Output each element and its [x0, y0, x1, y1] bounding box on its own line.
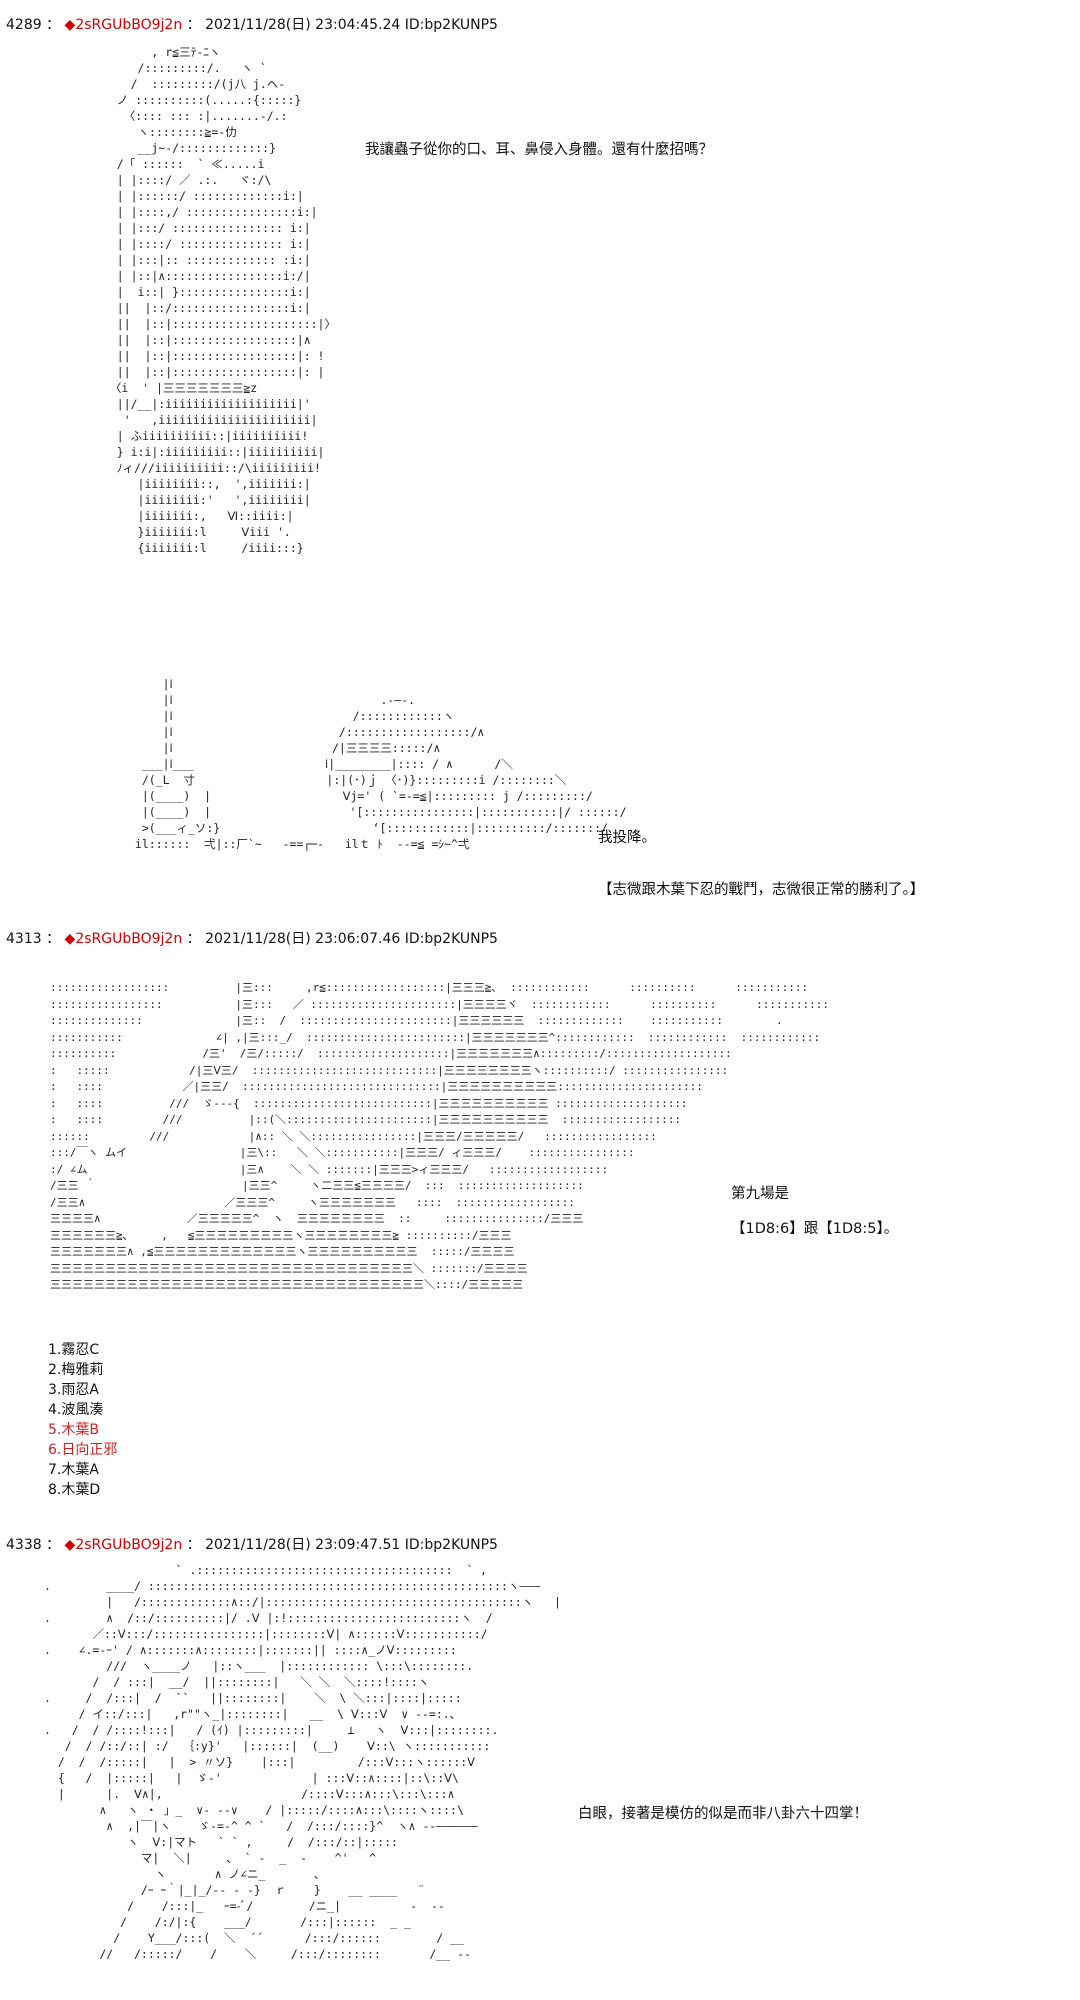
post-number: 4289: [6, 17, 42, 33]
poster-trip[interactable]: 2sRGUbBO9j2n: [75, 1537, 183, 1553]
list-item-selected: 5.木葉B: [48, 1422, 99, 1438]
poster-trip[interactable]: 2sRGUbBO9j2n: [75, 931, 183, 947]
post-separator: ：: [186, 931, 201, 947]
ascii-art-hyuga-byakugan: ` .:::::::::::::::::::::::::::::::::::::…: [44, 1563, 561, 1961]
list-item-selected: 6.日向正邪: [48, 1442, 118, 1458]
post-separator: ：: [46, 1537, 61, 1553]
ascii-art-shino-standing: , r≦三ﾃ-ﾆヽ /:::::::::/. ヽ ` / :::::::::/(…: [109, 45, 336, 555]
post-header: 4338 ： ◆2sRGUbBO9j2n ： 2021/11/28(日) 23:…: [6, 1534, 498, 1554]
post-separator: ：: [186, 17, 201, 33]
post-datetime: 2021/11/28(日) 23:09:47.51 ID:bp2KUNP5: [205, 1537, 498, 1553]
dialogue-line: 我讓蟲子從你的口、耳、鼻侵入身體。還有什麼招嗎？: [365, 142, 713, 158]
trip-diamond-icon: ◆: [64, 931, 76, 947]
post-separator: ：: [46, 17, 61, 33]
post-number: 4313: [6, 931, 42, 947]
list-item: 3.雨忍A: [48, 1382, 99, 1398]
trip-diamond-icon: ◆: [64, 1537, 76, 1553]
list-item: 1.霧忍C: [48, 1342, 100, 1358]
post-header: 4289 ： ◆2sRGUbBO9j2n ： 2021/11/28(日) 23:…: [6, 14, 498, 34]
narration-line: 【志微跟木葉下忍的戰鬥，志微很正常的勝利了。】: [598, 882, 925, 898]
post-number: 4338: [6, 1537, 42, 1553]
dice-result-line: 【1D8:6】跟【1D8:5】。: [731, 1221, 899, 1237]
post-header: 4313 ： ◆2sRGUbBO9j2n ： 2021/11/28(日) 23:…: [6, 928, 498, 948]
ascii-art-defeated-ninja: |ⅰ |ⅰ .-―-. |ⅰ /::::::::::::ヽ |ⅰ /::::::…: [134, 677, 627, 851]
dialogue-line: 白眼，接著是模仿的似是而非八卦六十四掌！: [578, 1806, 868, 1822]
list-item: 4.波風湊: [48, 1402, 104, 1418]
trip-diamond-icon: ◆: [64, 17, 76, 33]
list-item: 8.木葉D: [48, 1482, 101, 1498]
ascii-art-arena-banner: :::::::::::::::::: |三::: ,r≦::::::::::::…: [50, 981, 829, 1291]
post-separator: ：: [46, 931, 61, 947]
post-datetime: 2021/11/28(日) 23:04:45.24 ID:bp2KUNP5: [205, 17, 498, 33]
list-item: 7.木葉A: [48, 1462, 99, 1478]
dialogue-line: 我投降。: [598, 830, 656, 846]
dialogue-line: 第九場是: [731, 1186, 789, 1202]
post-datetime: 2021/11/28(日) 23:06:07.46 ID:bp2KUNP5: [205, 931, 498, 947]
post-separator: ：: [186, 1537, 201, 1553]
list-item: 2.梅雅莉: [48, 1362, 104, 1378]
poster-trip[interactable]: 2sRGUbBO9j2n: [75, 17, 183, 33]
contestant-list: 1.霧忍C 2.梅雅莉 3.雨忍A 4.波風湊 5.木葉B 6.日向正邪 7.木…: [48, 1340, 117, 1500]
